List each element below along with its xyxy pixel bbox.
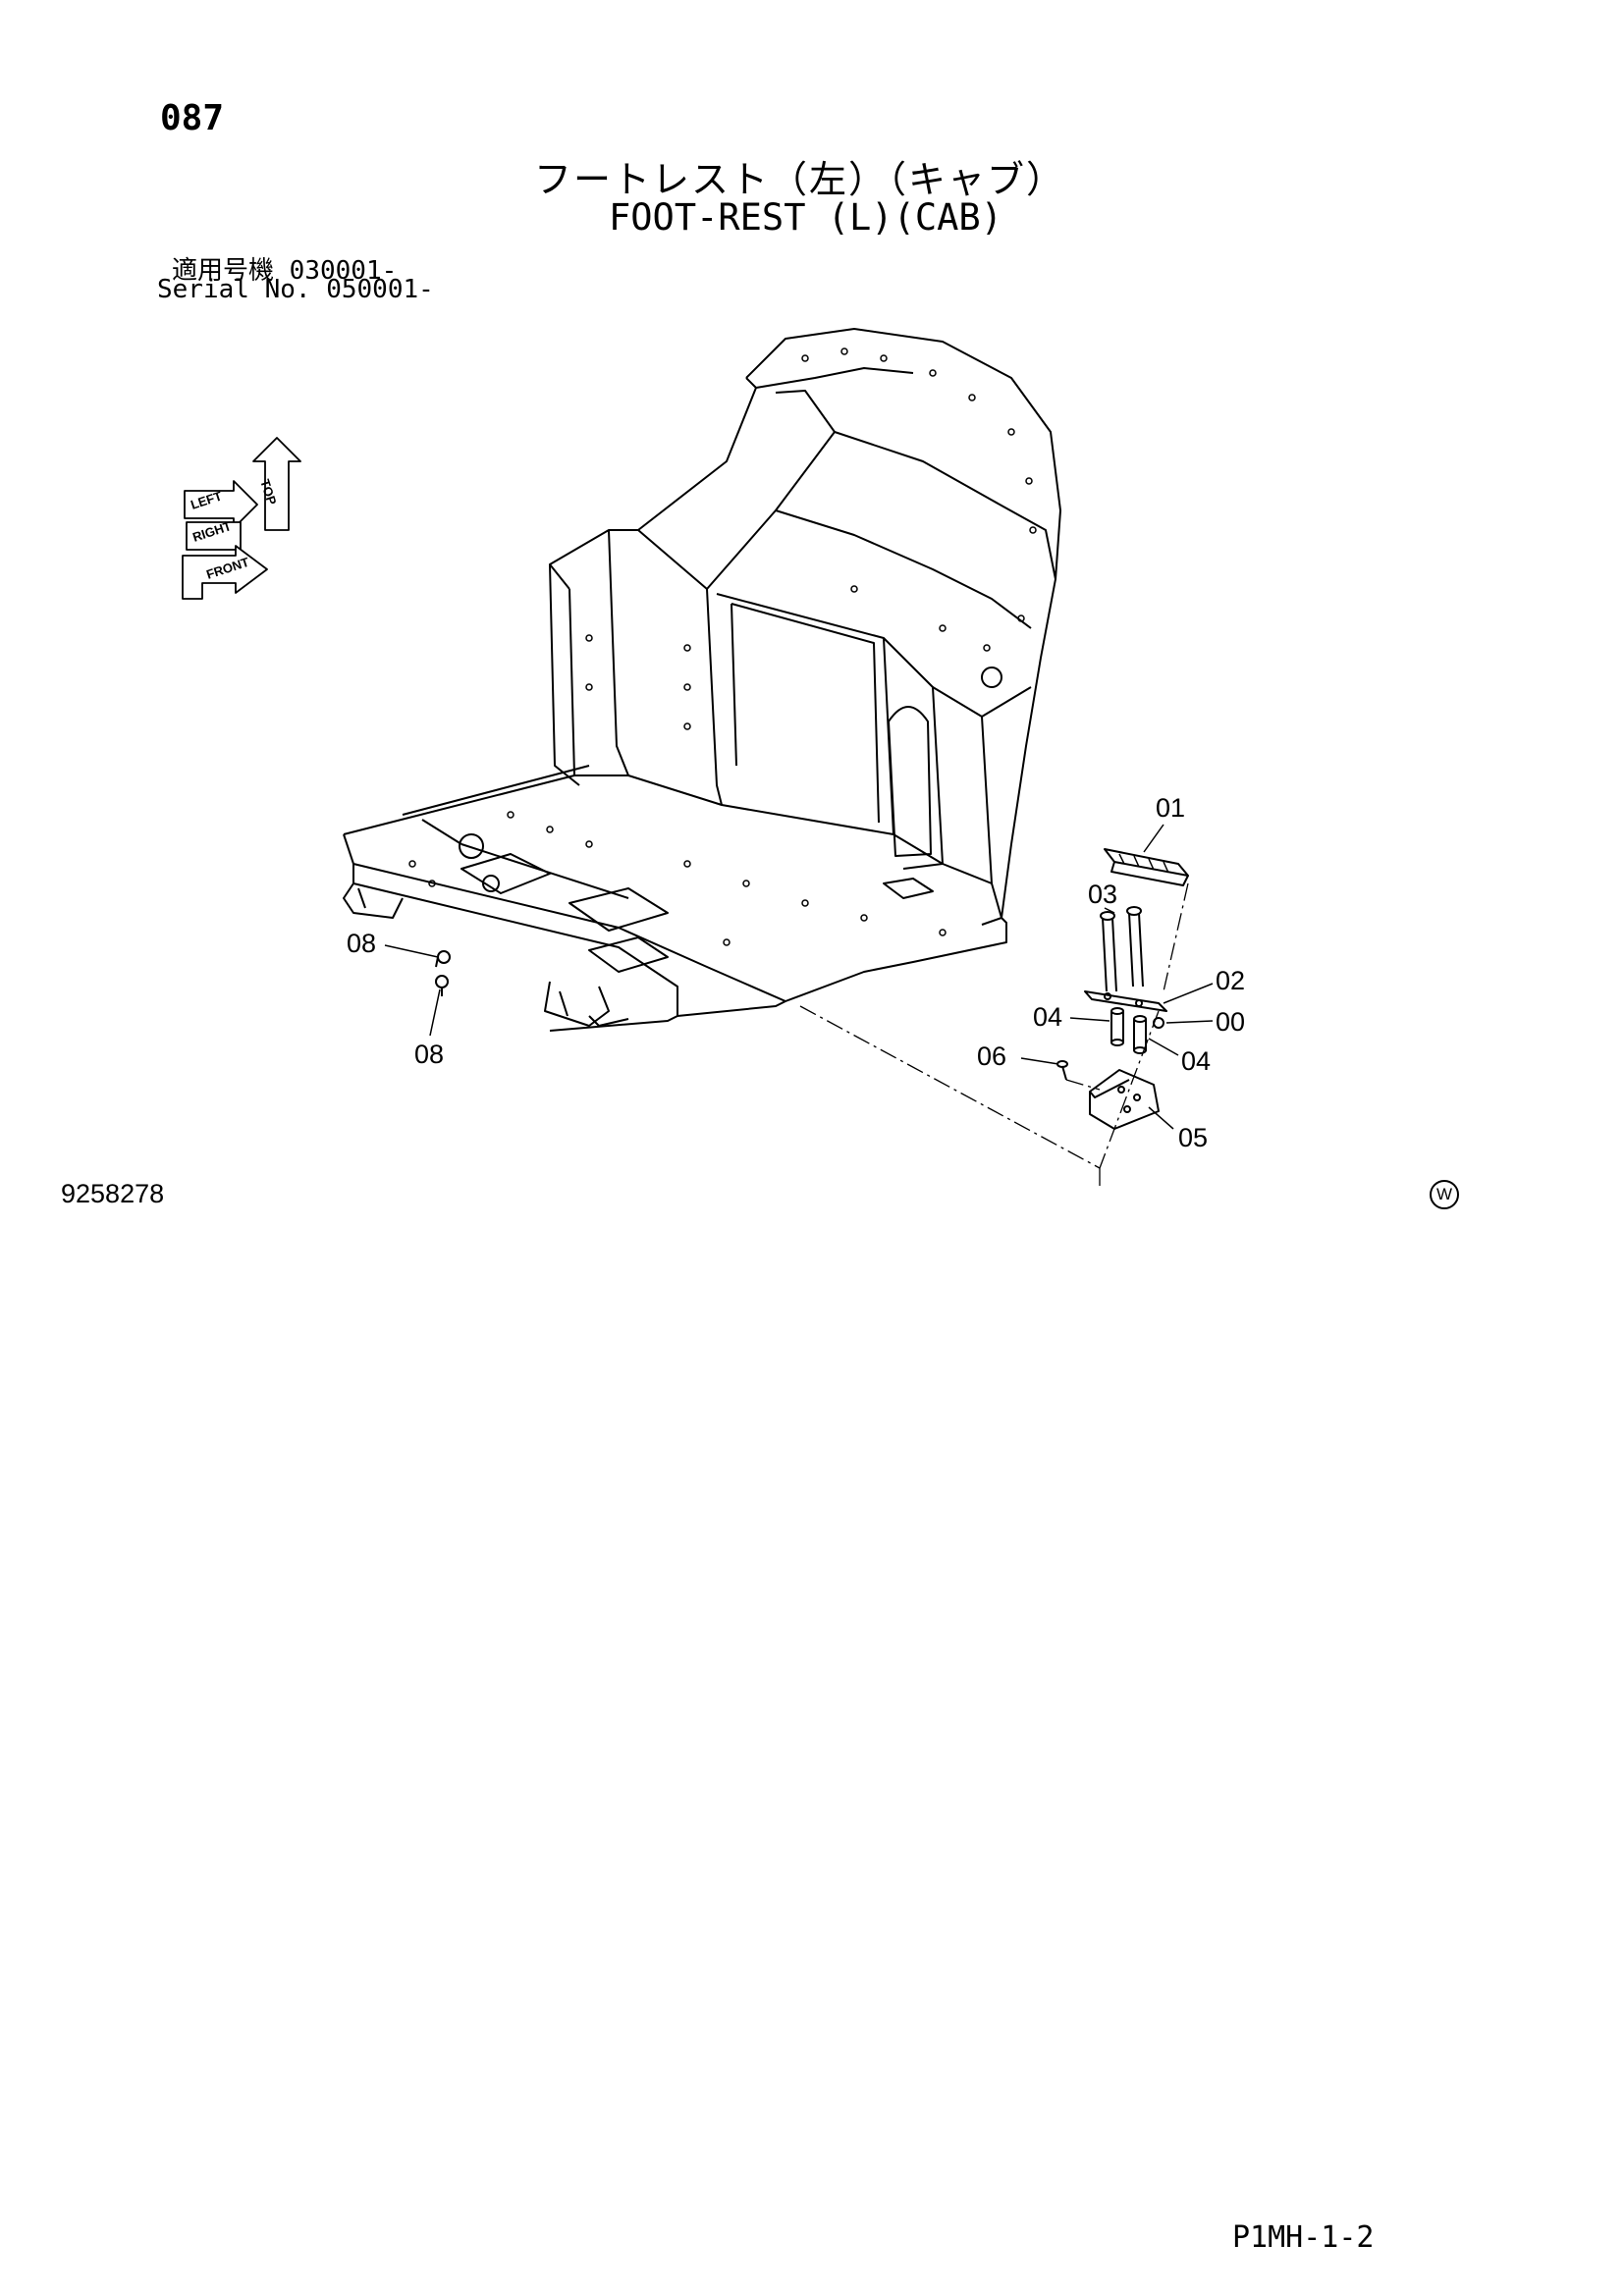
title-english: FOOT-REST (L)(CAB) [609,196,1002,239]
serial-row-english: Serial No. 050001- [157,275,434,304]
serial-value-english: 050001- [326,275,434,304]
footer-code: P1MH-1-2 [1232,2220,1375,2255]
serial-label-english: Serial No. [157,275,311,304]
leader-lines [384,824,1214,1130]
copyright-mark-icon: W [1430,1180,1459,1209]
callout-04-right: 04 [1181,1046,1211,1076]
serial-label-japanese: 適用号機 [172,256,275,286]
serial-value-japanese: 030001- [289,256,398,286]
drawing-number: 9258278 [61,1179,165,1208]
callout-08-lower: 08 [414,1040,444,1069]
orientation-indicator: LEFT RIGHT TOP FRONT [182,437,301,600]
callout-02: 02 [1216,966,1245,995]
callout-08-upper: 08 [347,929,376,958]
callout-00: 00 [1216,1007,1245,1037]
part-08-bolts [435,950,451,996]
callout-06: 06 [977,1041,1006,1071]
serial-row-japanese: 適用号機 030001- [172,250,397,287]
assembly-lines [799,882,1189,1188]
foot-rest-parts [1056,848,1189,1130]
callout-05: 05 [1178,1123,1208,1152]
cab-floor-frame [343,328,1061,1032]
callout-03: 03 [1088,880,1117,909]
parts-diagram: LEFT RIGHT TOP FRONT [182,328,1245,1188]
callout-01: 01 [1156,793,1185,823]
page-number: 087 [160,98,225,138]
callout-04-left: 04 [1033,1002,1062,1032]
title-japanese: フートレスト（左）（キャブ） [534,158,1066,201]
